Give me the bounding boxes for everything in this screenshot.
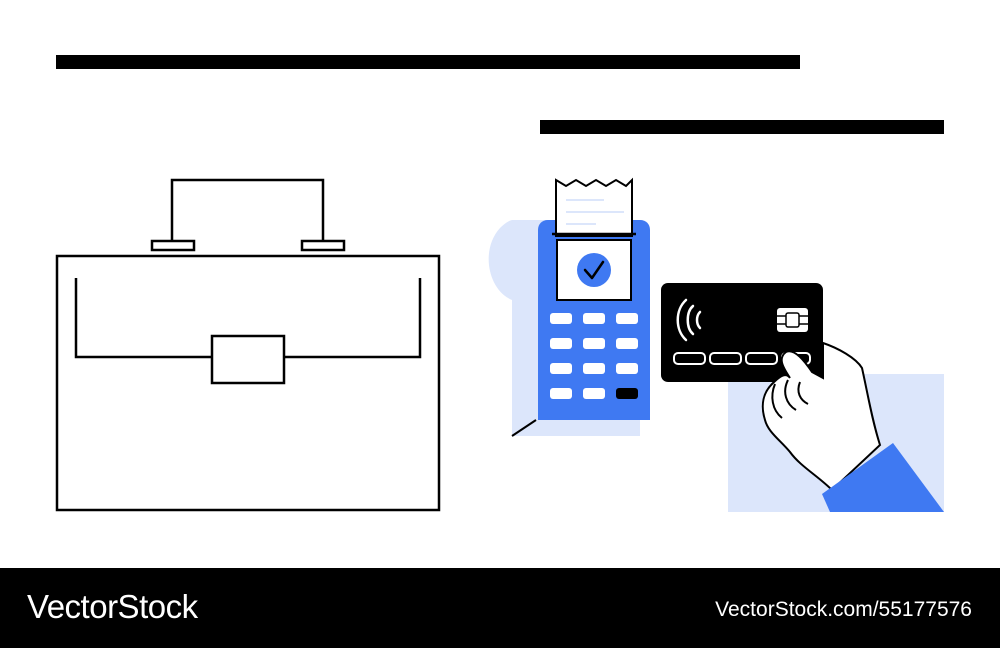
briefcase-handle	[170, 178, 325, 244]
key	[583, 313, 605, 324]
payment-terminal-icon	[538, 177, 650, 420]
briefcase-icon	[55, 178, 441, 512]
key	[550, 388, 572, 399]
key	[616, 363, 638, 374]
key	[616, 313, 638, 324]
briefcase-clasp	[210, 334, 286, 385]
key	[583, 338, 605, 349]
watermark-footer: VectorStock VectorStock.com/55177576	[0, 568, 1000, 648]
sleeve	[822, 443, 944, 512]
key	[583, 388, 605, 399]
briefcase-handle-mount-right	[300, 239, 346, 252]
key-dark	[616, 388, 638, 399]
receipt-icon	[555, 177, 633, 237]
contactless-icon	[676, 298, 702, 342]
brand-wordmark: VectorStock	[27, 588, 198, 625]
chip-icon	[777, 308, 808, 332]
key	[550, 313, 572, 324]
checkmark-icon	[577, 253, 611, 287]
briefcase-handle-mount-left	[150, 239, 196, 252]
key	[550, 363, 572, 374]
key	[550, 338, 572, 349]
terminal-keypad	[550, 313, 638, 399]
hand-icon	[761, 341, 944, 512]
image-id-link[interactable]: VectorStock.com/55177576	[715, 598, 972, 621]
key	[616, 338, 638, 349]
illustration-canvas	[55, 177, 944, 512]
heading-placeholder-bar	[56, 55, 800, 69]
key	[583, 363, 605, 374]
subheading-placeholder-bar	[540, 120, 944, 134]
